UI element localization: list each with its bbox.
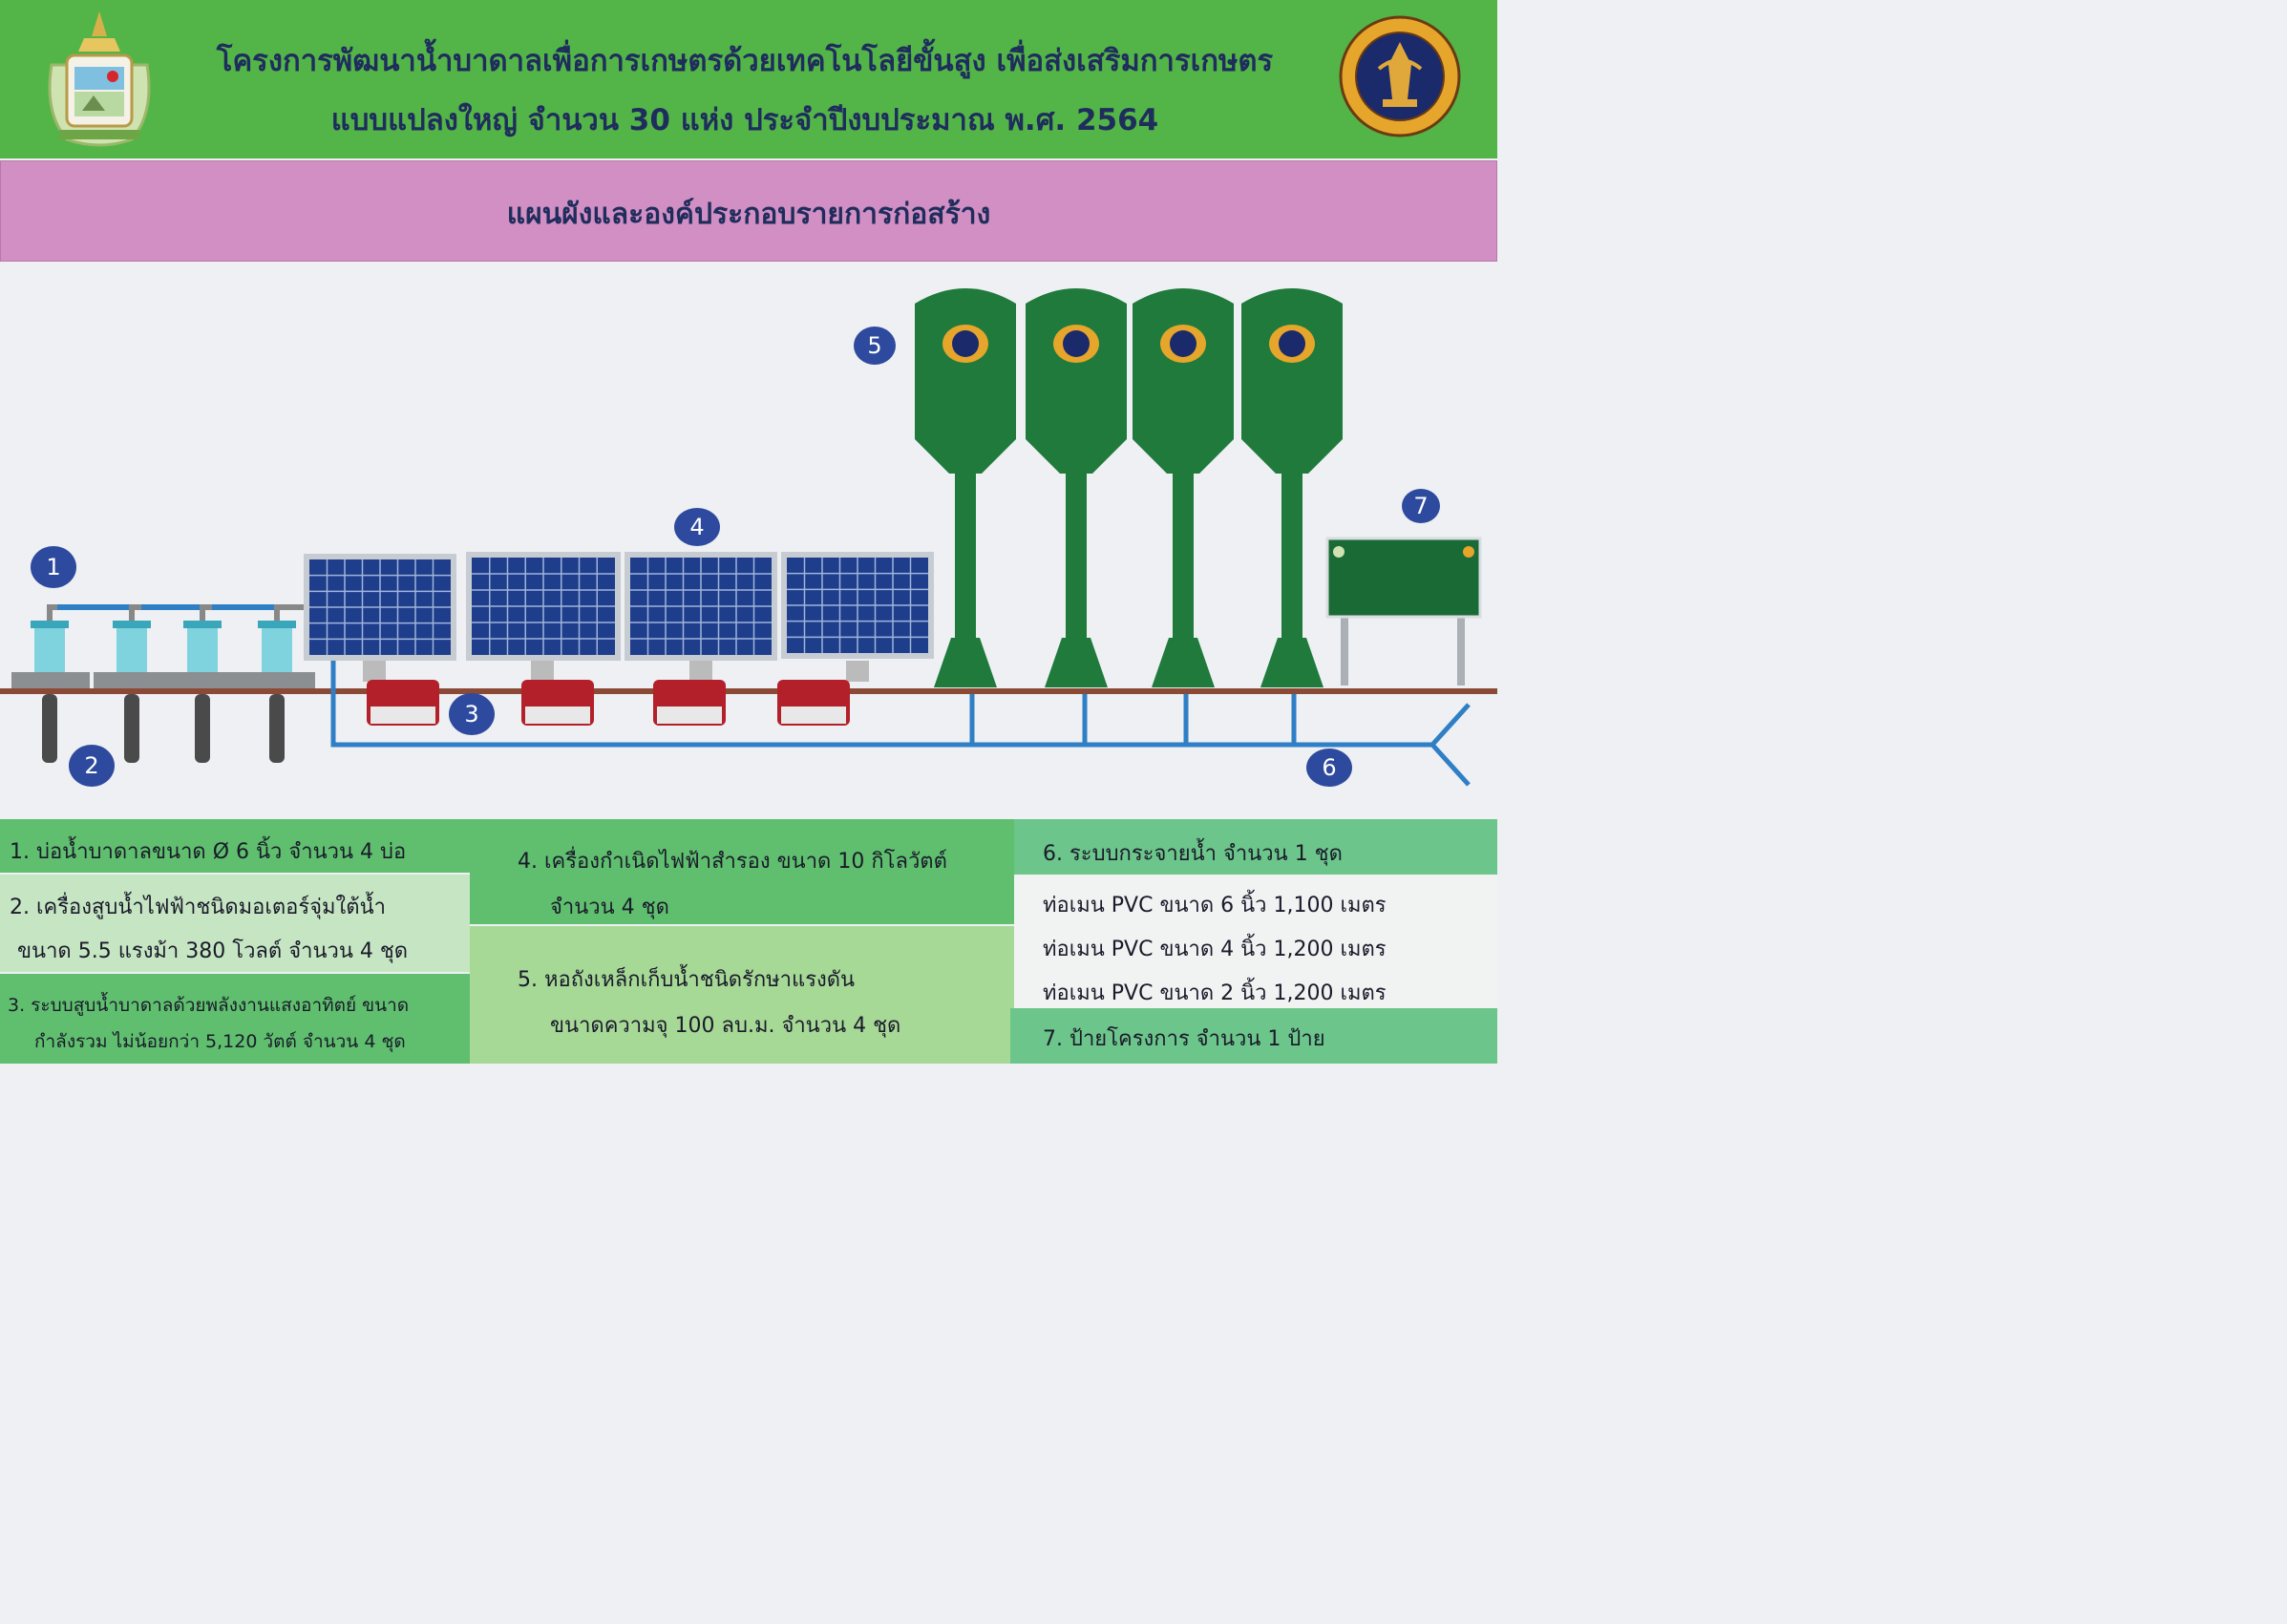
svg-text:2: 2	[84, 752, 98, 779]
province-emblem-icon	[48, 11, 151, 147]
solar-panel-4	[781, 552, 934, 682]
well-1	[11, 604, 90, 763]
legend-item-1: 1. บ่อน้ำบาดาลขนาด Ø 6 นิ้ว จำนวน 4 บ่อ	[0, 819, 470, 873]
legend-item-2-line-1: 2. เครื่องสูบน้ำไฟฟ้าชนิดมอเตอร์จุ่มใต้น…	[10, 896, 386, 919]
badge-2: 2	[69, 745, 115, 787]
badge-7: 7	[1402, 489, 1440, 523]
generator-1	[367, 680, 439, 726]
badge-5: 5	[854, 327, 896, 365]
project-sign	[1325, 537, 1482, 685]
legend-item-5-line-1: 5. หอถังเหล็กเก็บน้ำชนิดรักษาแรงดัน	[518, 968, 856, 992]
svg-text:3: 3	[464, 701, 478, 728]
water-distribution-pipe	[57, 604, 1471, 787]
solar-panels	[304, 552, 934, 682]
legend-item-6-pipes: ท่อเมน PVC ขนาด 6 นิ้ว 1,100 เมตร ท่อเมน…	[1014, 875, 1497, 1008]
legend-item-3-line-1: 3. ระบบสูบน้ำบาดาลด้วยพลังงานแสงอาทิตย์ …	[8, 995, 410, 1016]
legend-item-4: 4. เครื่องกำเนิดไฟฟ้าสำรอง ขนาด 10 กิโลว…	[470, 819, 1014, 924]
legend-item-1-text: 1. บ่อน้ำบาดาลขนาด Ø 6 นิ้ว จำนวน 4 บ่อ	[10, 840, 407, 864]
legend-item-4-line-2: จำนวน 4 ชุด	[550, 896, 669, 919]
legend-item-3-line-2: กำลังรวม ไม่น้อยกว่า 5,120 วัตต์ จำนวน 4…	[34, 1031, 406, 1052]
generator-3	[653, 680, 726, 726]
badge-1: 1	[31, 546, 76, 588]
groundwater-wells	[11, 604, 315, 763]
well-4	[239, 604, 315, 763]
water-towers	[915, 288, 1343, 687]
pipe-spec-6-inch: ท่อเมน PVC ขนาด 6 นิ้ว 1,100 เมตร	[1043, 894, 1387, 917]
svg-text:5: 5	[867, 332, 881, 359]
solar-panel-3	[625, 552, 777, 682]
legend-item-5: 5. หอถังเหล็กเก็บน้ำชนิดรักษาแรงดัน ขนาด…	[470, 926, 1014, 1064]
water-tower-4	[1241, 288, 1343, 687]
legend-item-7-text: 7. ป้ายโครงการ จำนวน 1 ป้าย	[1043, 1027, 1325, 1051]
svg-text:1: 1	[46, 554, 60, 580]
ground-line	[0, 688, 1497, 694]
badge-6: 6	[1306, 749, 1352, 787]
legend-item-3: 3. ระบบสูบน้ำบาดาลด้วยพลังงานแสงอาทิตย์ …	[0, 974, 470, 1064]
legend-item-6: 6. ระบบกระจายน้ำ จำนวน 1 ชุด	[1014, 819, 1497, 875]
generator-2	[521, 680, 594, 726]
svg-text:6: 6	[1322, 754, 1336, 781]
well-3	[164, 604, 241, 763]
legend-item-4-line-1: 4. เครื่องกำเนิดไฟฟ้าสำรอง ขนาด 10 กิโลว…	[518, 850, 947, 874]
section-title: แผนผังและองค์ประกอบรายการก่อสร้าง	[506, 198, 991, 231]
legend-item-5-line-2: ขนาดความจุ 100 ลบ.ม. จำนวน 4 ชุด	[550, 1014, 901, 1038]
well-2	[94, 604, 170, 763]
water-tower-1	[915, 288, 1016, 687]
header-bar: โครงการพัฒนาน้ำบาดาลเพื่อการเกษตรด้วยเทค…	[0, 0, 1497, 158]
legend-item-7: 7. ป้ายโครงการ จำนวน 1 ป้าย	[1010, 1008, 1497, 1064]
pipe-spec-4-inch: ท่อเมน PVC ขนาด 4 นิ้ว 1,200 เมตร	[1043, 938, 1387, 961]
page-title-line-1: โครงการพัฒนาน้ำบาดาลเพื่อการเกษตรด้วยเทค…	[216, 44, 1274, 78]
legend-item-2-line-2: ขนาด 5.5 แรงม้า 380 โวลต์ จำนวน 4 ชุด	[17, 939, 409, 963]
section-title-bar: แผนผังและองค์ประกอบรายการก่อสร้าง	[0, 160, 1497, 262]
badge-3: 3	[449, 693, 495, 735]
badge-4: 4	[674, 508, 720, 546]
generator-4	[777, 680, 850, 726]
svg-text:7: 7	[1413, 493, 1428, 519]
legend-item-6-text: 6. ระบบกระจายน้ำ จำนวน 1 ชุด	[1043, 842, 1343, 866]
svg-text:4: 4	[689, 514, 704, 540]
solar-panel-2	[466, 552, 621, 682]
pipe-spec-2-inch: ท่อเมน PVC ขนาด 2 นิ้ว 1,200 เมตร	[1043, 981, 1387, 1005]
backup-generators	[367, 680, 850, 726]
water-tower-3	[1133, 288, 1234, 687]
construction-layout-diagram: 1 2 3 4 5 6 7	[0, 288, 1497, 787]
solar-panel-1	[304, 554, 456, 682]
page-title-line-2: แบบแปลงใหญ่ จำนวน 30 แห่ง ประจำปีงบประมา…	[330, 103, 1159, 137]
legend-item-2: 2. เครื่องสูบน้ำไฟฟ้าชนิดมอเตอร์จุ่มใต้น…	[0, 875, 470, 972]
water-tower-2	[1026, 288, 1127, 687]
groundwater-department-logo-icon	[1339, 15, 1461, 137]
